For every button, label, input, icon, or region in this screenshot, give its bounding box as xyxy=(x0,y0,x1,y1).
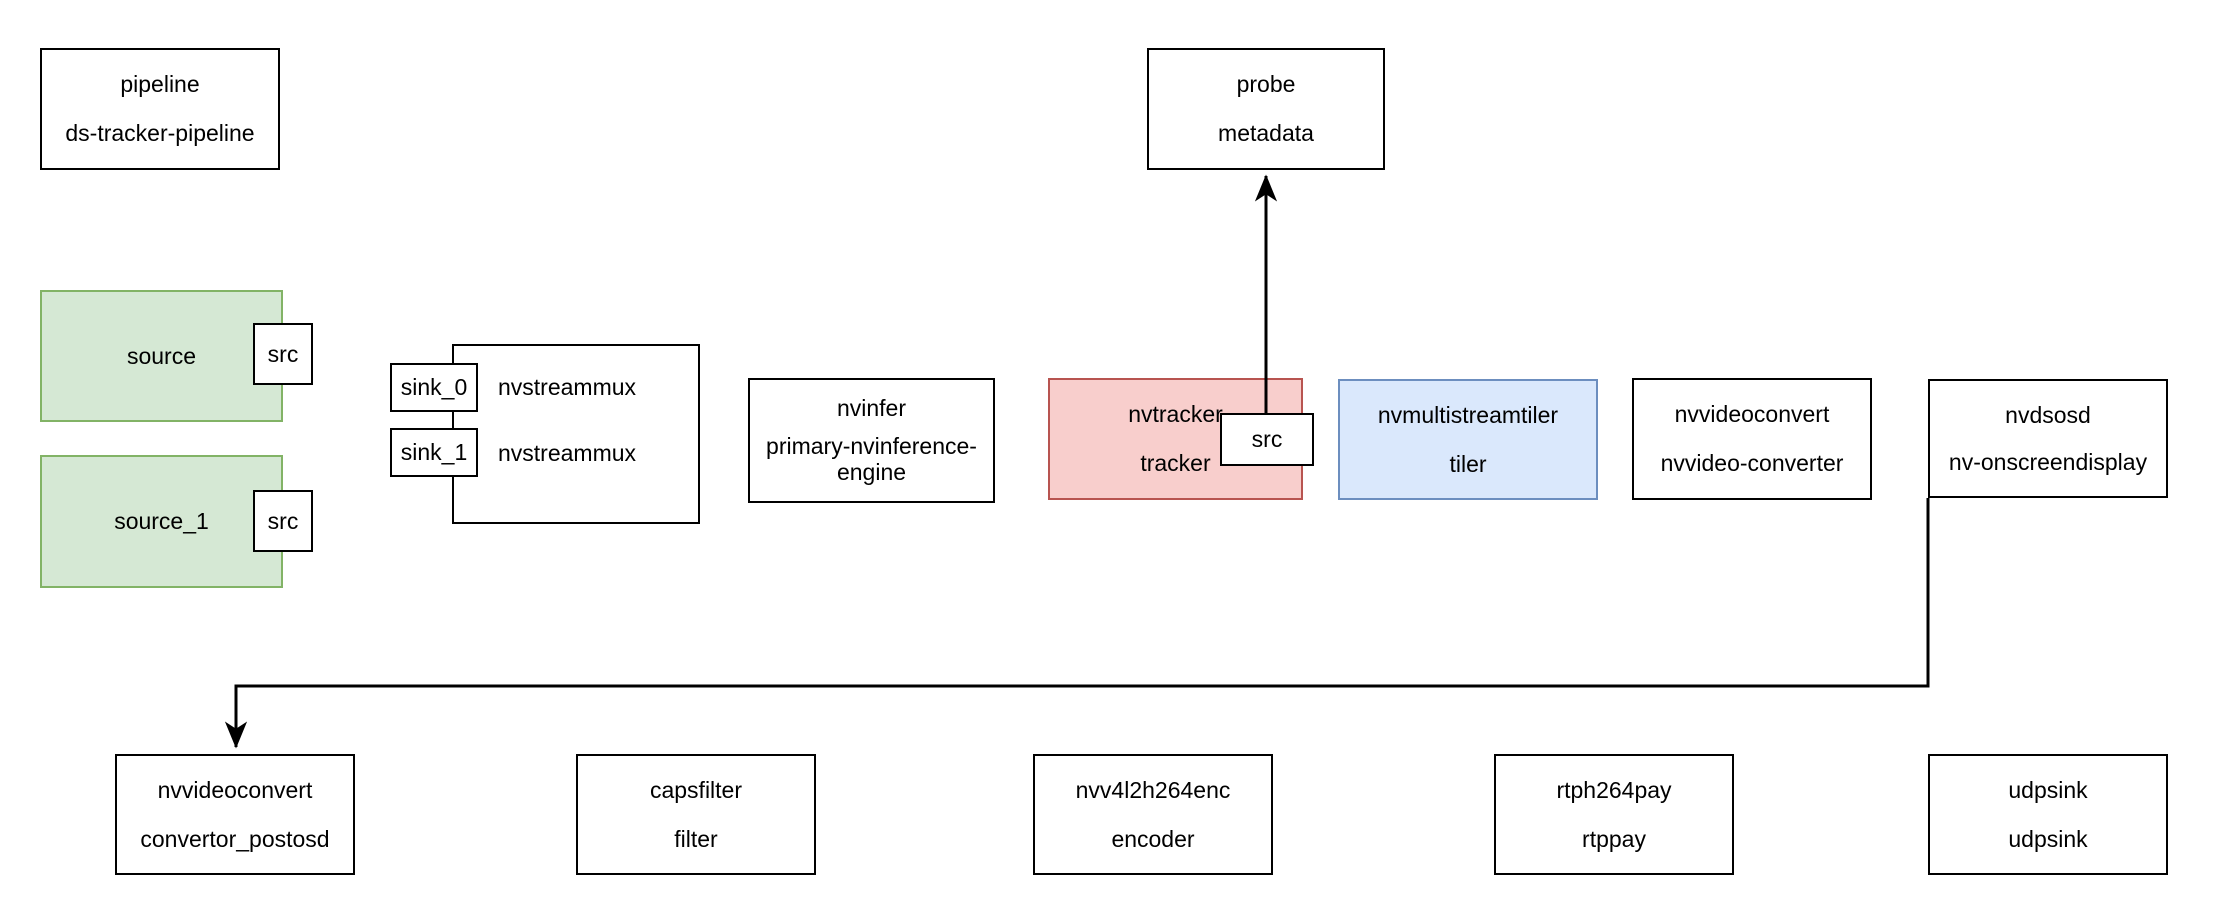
node-udpsink-name: udpsink xyxy=(2008,825,2088,852)
node-capsfilter-type: capsfilter xyxy=(649,777,743,804)
pad-sink-1-label: sink_1 xyxy=(400,439,468,465)
node-tiler-type: nvmultistreamtiler xyxy=(1377,402,1559,429)
node-nvvideoconvert-type: nvvideoconvert xyxy=(1674,401,1830,428)
node-nvinfer[interactable]: nvinfer primary-nvinference-engine xyxy=(748,378,995,503)
node-probe-type: probe xyxy=(1236,71,1296,98)
node-capsfilter[interactable]: capsfilter filter xyxy=(576,754,816,875)
node-convertor-postosd-name: convertor_postosd xyxy=(140,825,330,852)
node-rtppay-type: rtph264pay xyxy=(1556,777,1672,804)
node-source-1[interactable]: source_1 xyxy=(40,455,283,588)
pad-source-1-src-label: src xyxy=(267,507,299,534)
node-nvvideoconvert-name: nvvideo-converter xyxy=(1660,450,1844,477)
pad-nvtracker-src-label: src xyxy=(1251,426,1283,452)
edge-nvdsosd-to-convertor-postosd xyxy=(224,498,1930,749)
node-nvinfer-name: primary-nvinference-engine xyxy=(766,432,977,486)
pad-sink-0-label: sink_0 xyxy=(400,374,468,400)
node-probe-name: metadata xyxy=(1218,120,1314,147)
node-udpsink-type: udpsink xyxy=(2008,777,2088,804)
node-nvstreammux-type-top: nvstreammux xyxy=(498,374,637,400)
node-probe[interactable]: probe metadata xyxy=(1147,48,1385,170)
node-source-type: source xyxy=(126,342,197,369)
node-convertor-postosd-type: nvvideoconvert xyxy=(157,777,313,804)
node-nvinfer-type: nvinfer xyxy=(836,395,907,422)
node-source-1-type: source_1 xyxy=(114,508,209,535)
pad-source-src-label: src xyxy=(267,340,299,367)
node-pipeline-type: pipeline xyxy=(120,71,200,98)
node-nvdsosd-type: nvdsosd xyxy=(2005,401,2091,428)
node-rtppay-name: rtppay xyxy=(1582,825,1646,852)
node-pipeline-name: ds-tracker-pipeline xyxy=(65,120,255,147)
node-udpsink[interactable]: udpsink udpsink xyxy=(1928,754,2168,875)
pad-nvstreammux-sink-1[interactable]: sink_1 xyxy=(390,428,478,477)
node-nvdsosd[interactable]: nvdsosd nv-onscreendisplay xyxy=(1928,379,2168,498)
node-convertor-postosd[interactable]: nvvideoconvert convertor_postosd xyxy=(115,754,355,875)
pad-source-src[interactable]: src xyxy=(253,323,313,385)
node-pipeline[interactable]: pipeline ds-tracker-pipeline xyxy=(40,48,280,170)
node-nvvideoconvert[interactable]: nvvideoconvert nvvideo-converter xyxy=(1632,378,1872,500)
node-source[interactable]: source xyxy=(40,290,283,422)
node-tiler-name: tiler xyxy=(1449,450,1487,477)
pad-source-1-src[interactable]: src xyxy=(253,490,313,552)
pad-nvtracker-src[interactable]: src xyxy=(1220,413,1314,466)
node-encoder[interactable]: nvv4l2h264enc encoder xyxy=(1033,754,1273,875)
node-capsfilter-name: filter xyxy=(674,825,718,852)
node-nvtracker-type: nvtracker xyxy=(1128,401,1223,428)
node-nvmultistreamtiler[interactable]: nvmultistreamtiler tiler xyxy=(1338,379,1598,500)
pad-nvstreammux-sink-0[interactable]: sink_0 xyxy=(390,363,478,412)
node-nvstreammux[interactable] xyxy=(452,344,700,524)
node-nvstreammux-type-bottom: nvstreammux xyxy=(498,440,637,466)
node-rtppay[interactable]: rtph264pay rtppay xyxy=(1494,754,1734,875)
node-encoder-name: encoder xyxy=(1111,825,1195,852)
node-nvdsosd-name: nv-onscreendisplay xyxy=(1948,449,2148,476)
node-nvtracker-name: tracker xyxy=(1140,450,1211,477)
node-encoder-type: nvv4l2h264enc xyxy=(1075,777,1231,804)
